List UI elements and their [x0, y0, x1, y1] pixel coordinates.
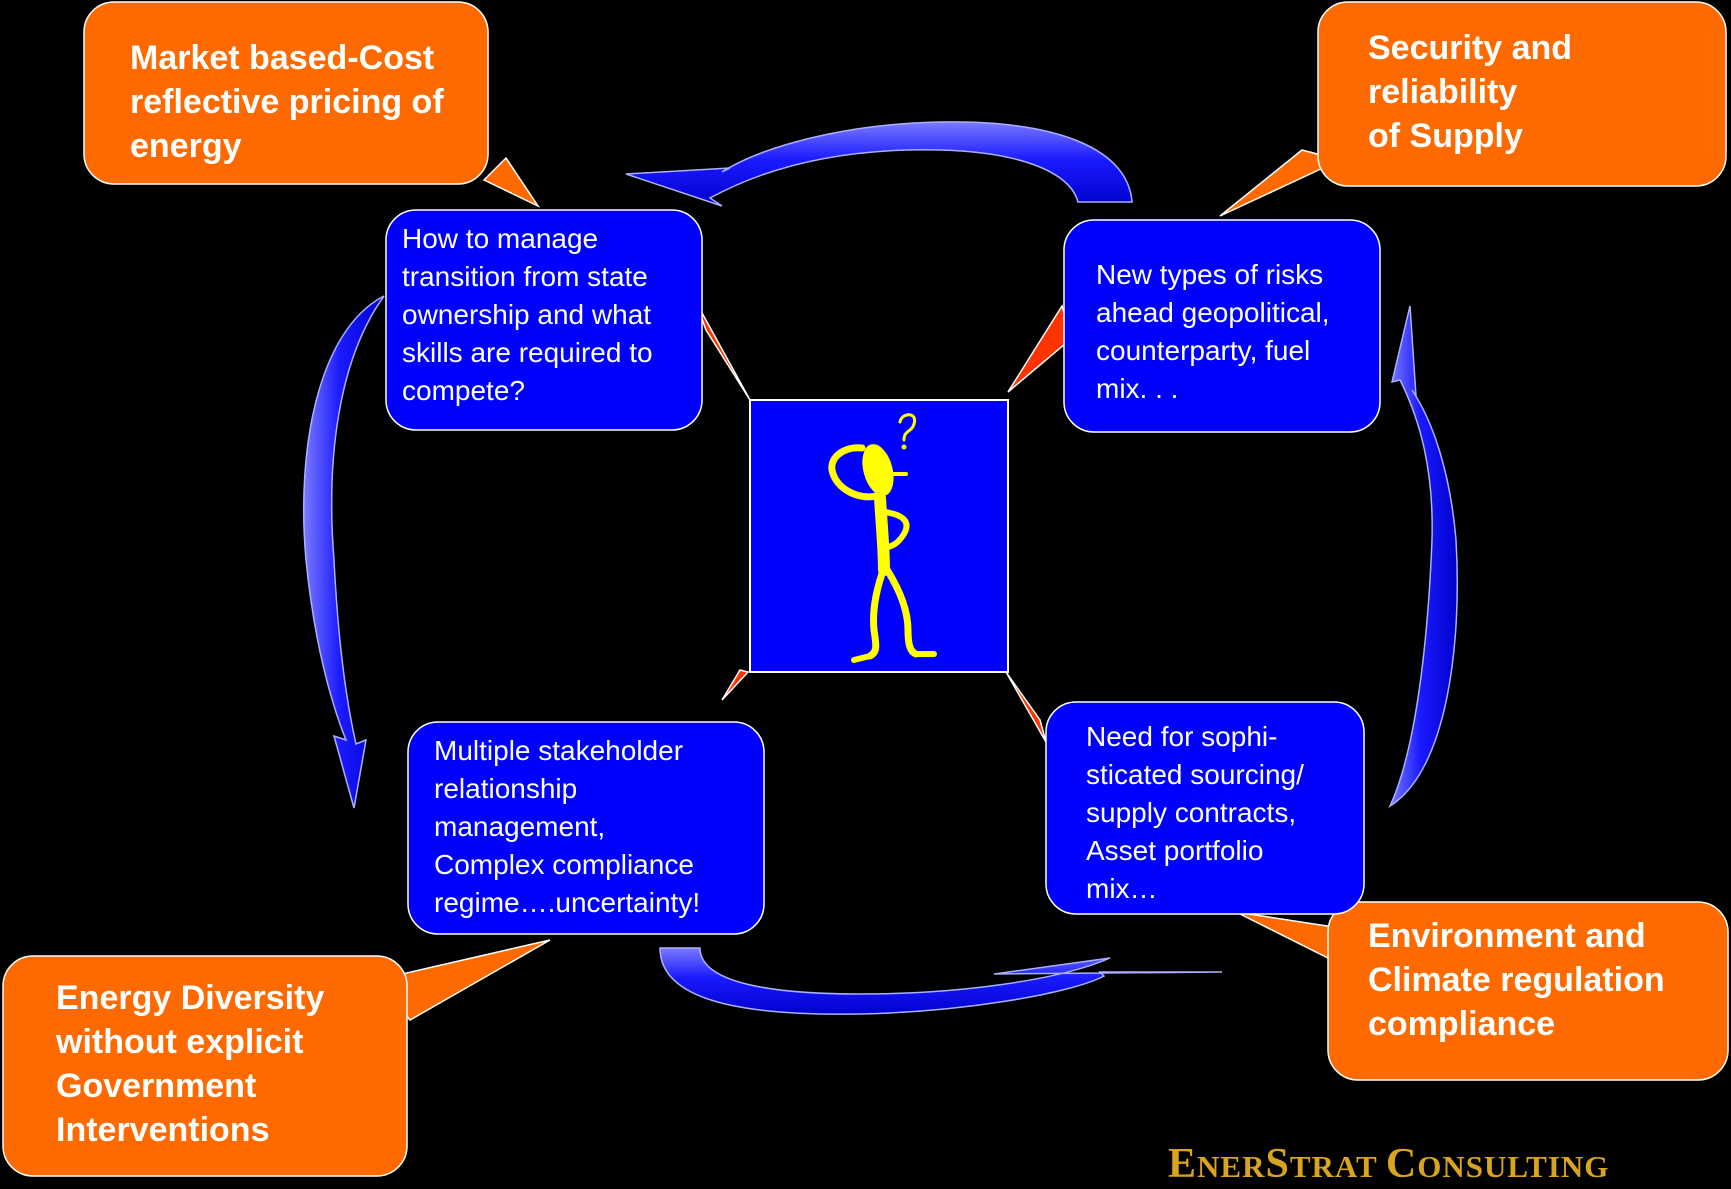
- blue-box-bottom-right: [1045, 701, 1365, 915]
- blue-text-top-right: New types of risks ahead geopolitical, c…: [1096, 256, 1330, 408]
- text-line: Market based-Cost: [130, 39, 435, 77]
- text-line: management,: [434, 811, 606, 842]
- text-line: Complex compliance: [434, 849, 694, 880]
- text-line: relationship: [434, 773, 578, 804]
- text-line: ahead geopolitical,: [1096, 297, 1330, 328]
- text-line: mix…: [1086, 873, 1158, 904]
- orange-box-bottom-right: [1327, 901, 1729, 1081]
- orange-text-bottom-left: Energy Diversity without explicit Govern…: [56, 976, 324, 1152]
- curved-arrow-right: [1388, 305, 1458, 808]
- text-line: reliability: [1368, 73, 1518, 111]
- curved-arrow-top: [625, 121, 1133, 207]
- brand-big-c: C: [1385, 1141, 1418, 1187]
- blue-box-bottom-left: [407, 721, 765, 935]
- brand-part-2: TRAT: [1289, 1149, 1386, 1184]
- text-line: How to manage: [402, 223, 599, 254]
- connector-top-right: [1007, 304, 1073, 393]
- text-line: regime….uncertainty!: [434, 887, 701, 918]
- text-line: Asset portfolio: [1086, 835, 1264, 866]
- orange-text-bottom-right: Environment and Climate regulation compl…: [1368, 914, 1665, 1046]
- orange-text-top-right: Security and reliability of Supply: [1368, 26, 1572, 158]
- confused-thinking-figure-icon: [828, 413, 937, 663]
- text-line: counterparty, fuel: [1096, 335, 1311, 366]
- text-line: of Supply: [1368, 117, 1523, 155]
- blue-box-top-left: [385, 209, 703, 431]
- text-line: Multiple stakeholder: [434, 735, 684, 766]
- connector-bottom-left: [721, 669, 750, 701]
- text-line: sticated sourcing/: [1086, 759, 1304, 790]
- text-line: Security and: [1368, 29, 1573, 67]
- brand-part-3: ONSULTING: [1417, 1149, 1610, 1184]
- text-line: energy: [130, 127, 242, 165]
- text-line: Government: [56, 1067, 257, 1105]
- orange-box-top-left: [83, 1, 489, 185]
- orange-box-top-right: [1317, 1, 1727, 187]
- orange-box-bottom-left: [2, 955, 408, 1177]
- blue-text-bottom-left: Multiple stakeholder relationship manage…: [434, 732, 700, 922]
- text-line: Need for sophi-: [1086, 721, 1278, 752]
- blue-text-top-left: How to manage transition from state owne…: [402, 220, 653, 410]
- blue-text-bottom-right: Need for sophi- sticated sourcing/ suppl…: [1086, 718, 1304, 908]
- orange-text-top-left: Market based-Cost reflective pricing of …: [130, 36, 444, 168]
- text-line: Interventions: [56, 1111, 270, 1149]
- brand-big-s: S: [1265, 1141, 1290, 1187]
- text-line: Energy Diversity: [56, 979, 325, 1017]
- connector-top-left: [695, 301, 751, 401]
- text-line: Climate regulation: [1368, 961, 1665, 999]
- text-line: New types of risks: [1096, 259, 1324, 290]
- brand-part-1: NER: [1197, 1149, 1266, 1184]
- text-line: mix. . .: [1096, 373, 1179, 404]
- orange-tail-top-left: [482, 156, 541, 208]
- connector-bottom-right: [1005, 671, 1047, 743]
- text-line: compete?: [402, 375, 525, 406]
- text-line: ownership and what: [402, 299, 652, 330]
- blue-box-top-right: [1063, 219, 1381, 433]
- text-line: supply contracts,: [1086, 797, 1297, 828]
- text-line: skills are required to: [402, 337, 653, 368]
- text-line: reflective pricing of: [130, 83, 444, 121]
- curved-arrow-left: [302, 295, 385, 809]
- text-line: transition from state: [402, 261, 648, 292]
- text-line: Environment and: [1368, 917, 1646, 955]
- brand-mark: ENERSTRAT CONSULTING: [1168, 1142, 1609, 1189]
- text-line: compliance: [1368, 1005, 1556, 1043]
- curved-arrow-bottom: [659, 947, 1223, 1015]
- orange-tail-bottom-right: [1235, 911, 1341, 962]
- text-line: without explicit: [56, 1023, 304, 1061]
- brand-big-e: E: [1168, 1141, 1198, 1187]
